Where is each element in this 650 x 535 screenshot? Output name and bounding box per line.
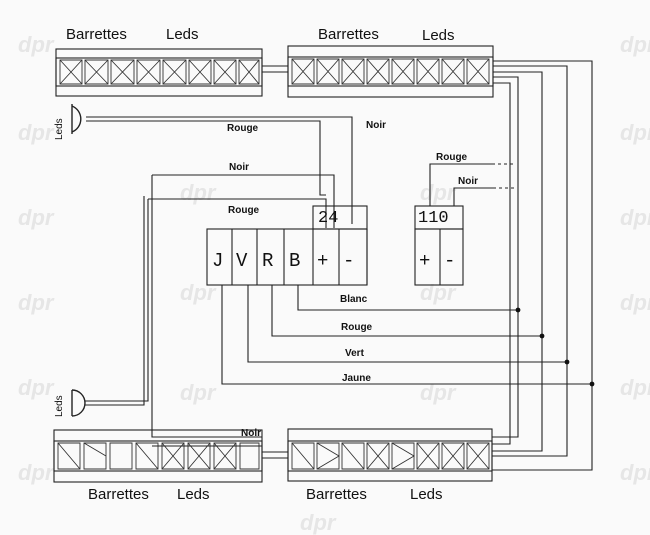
- watermark-pattern: dpr dpr dpr dpr dpr dpr dpr dpr dpr dpr …: [18, 32, 650, 535]
- barrettes-label: Barrettes: [88, 486, 149, 503]
- lamp-bottom: Leds: [54, 389, 93, 417]
- watermark: dpr: [180, 380, 217, 405]
- terminal-minus-110: -: [444, 250, 455, 272]
- barrettes-label: Barrettes: [66, 26, 127, 43]
- watermark: dpr: [18, 205, 55, 230]
- wire-label-rouge: Rouge: [228, 205, 260, 216]
- wire-label-rouge: Rouge: [341, 322, 373, 333]
- watermark: dpr: [620, 32, 650, 57]
- barrettes-label: Barrettes: [306, 486, 367, 503]
- lamp-top: Leds: [54, 104, 93, 140]
- terminal-output-wiring: [221, 285, 592, 385]
- watermark: dpr: [420, 180, 457, 205]
- watermark: dpr: [18, 120, 55, 145]
- watermark: dpr: [180, 280, 217, 305]
- terminal-plus-110: +: [419, 250, 430, 272]
- watermark: dpr: [620, 290, 650, 315]
- power-110-wiring: [429, 163, 516, 206]
- terminal-j: J: [212, 250, 223, 272]
- terminal-v: V: [236, 250, 248, 272]
- watermark: dpr: [300, 510, 337, 535]
- watermark: dpr: [180, 180, 217, 205]
- leds-label: Leds: [166, 26, 199, 43]
- lamp-label: Leds: [54, 118, 65, 140]
- voltage-24-label: 24: [318, 209, 338, 228]
- bar-link: [262, 65, 288, 73]
- led-bar-bottom-left: Barrettes Leds: [53, 429, 288, 503]
- bar-frame: [287, 428, 493, 482]
- watermark: dpr: [620, 205, 650, 230]
- lamp-label: Leds: [54, 395, 65, 417]
- junction-dots: [515, 307, 595, 387]
- right-bus-wiring: [492, 60, 593, 471]
- voltage-110-box: [414, 205, 464, 230]
- led-cells: [57, 442, 260, 470]
- terminal-b: B: [289, 250, 300, 272]
- barrettes-label: Barrettes: [318, 26, 379, 43]
- leds-label: Leds: [410, 486, 443, 503]
- leds-label: Leds: [422, 27, 455, 44]
- watermark: dpr: [18, 290, 55, 315]
- wire-label-jaune: Jaune: [342, 373, 371, 384]
- wire-label-rouge: Rouge: [436, 152, 468, 163]
- watermark: dpr: [18, 375, 55, 400]
- wire-label-noir: Noir: [458, 176, 478, 187]
- led-bar-bottom-right: Barrettes Leds: [287, 428, 493, 503]
- wire-label-noir: Noir: [229, 162, 249, 173]
- led-cells: [59, 59, 260, 85]
- led-bar-top-right: Barrettes Leds: [287, 26, 494, 98]
- watermark: dpr: [18, 460, 55, 485]
- watermark: dpr: [420, 280, 457, 305]
- bar-frame: [55, 48, 263, 97]
- left-wiring: [93, 116, 353, 447]
- bar-frame: [287, 45, 494, 98]
- watermark: dpr: [620, 120, 650, 145]
- watermark: dpr: [18, 32, 55, 57]
- wire-label-noir: Noir: [241, 428, 261, 439]
- wire-label-noir: Noir: [366, 120, 386, 131]
- terminal-minus-24: -: [343, 250, 354, 272]
- voltage-24-box: [312, 205, 368, 230]
- led-cells: [291, 442, 490, 470]
- wire-label-rouge: Rouge: [227, 123, 259, 134]
- wire-label-blanc: Blanc: [340, 294, 368, 305]
- watermark: dpr: [620, 460, 650, 485]
- watermark: dpr: [620, 375, 650, 400]
- leds-label: Leds: [177, 486, 210, 503]
- wire-label-vert: Vert: [345, 348, 365, 359]
- bar-link: [262, 451, 288, 459]
- terminal-plus-24: +: [317, 250, 328, 272]
- terminal-block: J V R B + - 24 110 + -: [206, 205, 464, 286]
- led-cells: [291, 58, 490, 85]
- bar-strip: [53, 440, 263, 472]
- voltage-110-label: 110: [418, 209, 449, 228]
- led-bar-top-left: Barrettes Leds: [55, 26, 288, 97]
- terminal-r: R: [262, 250, 273, 272]
